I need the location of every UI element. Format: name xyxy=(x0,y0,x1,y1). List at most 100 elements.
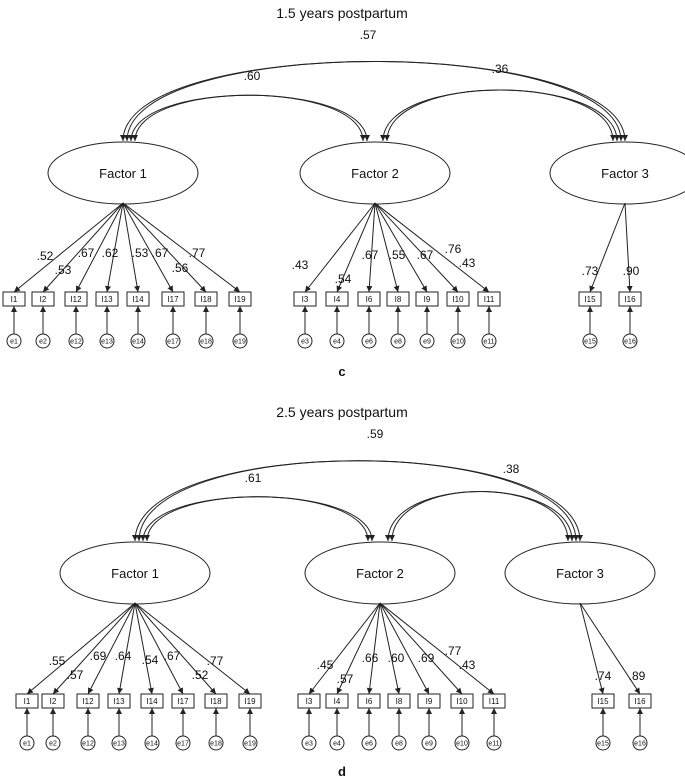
item-label: I4 xyxy=(334,295,341,304)
item-label: I19 xyxy=(234,295,246,304)
loading-path xyxy=(75,202,124,293)
item-label: I2 xyxy=(50,697,57,706)
factor-label: Factor 2 xyxy=(351,166,399,181)
error-label: e3 xyxy=(305,741,313,748)
loading-value: .76 xyxy=(445,242,462,256)
loading-path xyxy=(579,602,605,695)
item-label: I10 xyxy=(456,697,468,706)
loading-path xyxy=(379,602,401,695)
loading-path xyxy=(336,602,381,695)
loading-path xyxy=(366,602,381,695)
loading-path xyxy=(374,202,428,293)
correlation-value: .61 xyxy=(245,471,262,485)
factor-label: Factor 1 xyxy=(99,166,147,181)
item-label: I10 xyxy=(452,295,464,304)
loading-value: .74 xyxy=(595,669,612,683)
correlation-arc-f1-f2 xyxy=(140,496,375,542)
loading-value: .64 xyxy=(115,649,132,663)
loading-value: .43 xyxy=(459,256,476,270)
item-label: I8 xyxy=(395,295,402,304)
error-label: e16 xyxy=(624,339,636,346)
item-label: I17 xyxy=(167,295,179,304)
loading-value: .77 xyxy=(445,644,462,658)
loading-value: .43 xyxy=(292,258,309,272)
correlation-arc-f1-f2 xyxy=(144,496,371,542)
error-label: e14 xyxy=(146,741,158,748)
correlation-arc-f1-f2 xyxy=(128,94,370,142)
loading-value: .54 xyxy=(142,653,159,667)
item-label: I19 xyxy=(244,697,256,706)
factor-label: Factor 1 xyxy=(111,566,159,581)
loading-path xyxy=(134,602,217,695)
item-label: I18 xyxy=(210,697,222,706)
loading-value: .53 xyxy=(55,263,72,277)
error-label: e9 xyxy=(425,741,433,748)
loading-path xyxy=(308,602,381,695)
loading-value: .56 xyxy=(172,261,189,275)
loading-value: .73 xyxy=(582,264,599,278)
loading-path xyxy=(379,602,495,695)
panel-label: d xyxy=(338,764,346,779)
error-label: e8 xyxy=(395,741,403,748)
panel-label: c xyxy=(338,364,345,379)
loading-path xyxy=(52,602,136,695)
correlation-arc-f2-f3 xyxy=(384,89,616,142)
panel-title: 1.5 years postpartum xyxy=(276,5,408,21)
correlation-value: .60 xyxy=(244,69,261,83)
item-label: I3 xyxy=(306,697,313,706)
loading-value: .90 xyxy=(623,264,640,278)
loading-path xyxy=(589,202,626,293)
error-label: e8 xyxy=(394,339,402,346)
loading-path xyxy=(374,202,459,293)
loading-value: .45 xyxy=(317,658,334,672)
loading-path xyxy=(122,202,241,293)
loading-value: .62 xyxy=(102,246,119,260)
item-label: I9 xyxy=(426,697,433,706)
loading-value: .54 xyxy=(335,272,352,286)
correlation-arc-f1-f3 xyxy=(120,61,628,142)
error-label: e4 xyxy=(333,339,341,346)
error-label: e17 xyxy=(167,339,179,346)
item-label: I2 xyxy=(40,295,47,304)
loading-value: .55 xyxy=(389,248,406,262)
item-label: I11 xyxy=(489,697,500,706)
item-label: I11 xyxy=(484,295,495,304)
item-label: I15 xyxy=(597,697,609,706)
loading-path xyxy=(624,202,633,293)
item-label: I1 xyxy=(11,295,18,304)
error-label: e12 xyxy=(82,741,94,748)
error-label: e11 xyxy=(488,741,499,748)
loading-value: .60 xyxy=(388,651,405,665)
error-label: e13 xyxy=(101,339,113,346)
item-label: I14 xyxy=(146,697,158,706)
panel-title: 2.5 years postpartum xyxy=(276,404,408,420)
correlation-arc-f2-f3 xyxy=(389,491,571,542)
loading-path xyxy=(122,202,140,293)
item-label: I6 xyxy=(366,295,373,304)
correlation-arc-f2-f3 xyxy=(380,89,620,142)
loading-path xyxy=(379,602,430,695)
factor-label: Factor 2 xyxy=(356,566,404,581)
loading-path xyxy=(366,202,376,293)
loading-path xyxy=(117,602,136,695)
item-label: I9 xyxy=(424,295,431,304)
correlation-arc-f1-f3 xyxy=(124,61,624,142)
loading-path xyxy=(26,602,136,695)
loading-path xyxy=(42,202,124,293)
loading-value: .53 xyxy=(132,246,149,260)
error-label: e6 xyxy=(365,741,373,748)
item-label: I16 xyxy=(624,295,636,304)
item-label: I3 xyxy=(302,295,309,304)
item-label: I6 xyxy=(366,697,373,706)
error-label: e18 xyxy=(210,741,222,748)
loading-value: .67 xyxy=(152,246,169,260)
error-label: e16 xyxy=(634,741,646,748)
correlation-arc-f1-f3 xyxy=(136,460,579,542)
loading-path xyxy=(105,202,124,293)
loading-value: .77 xyxy=(189,246,206,260)
loading-path xyxy=(122,202,207,293)
error-label: e10 xyxy=(452,339,464,346)
loading-value: .52 xyxy=(37,249,54,263)
